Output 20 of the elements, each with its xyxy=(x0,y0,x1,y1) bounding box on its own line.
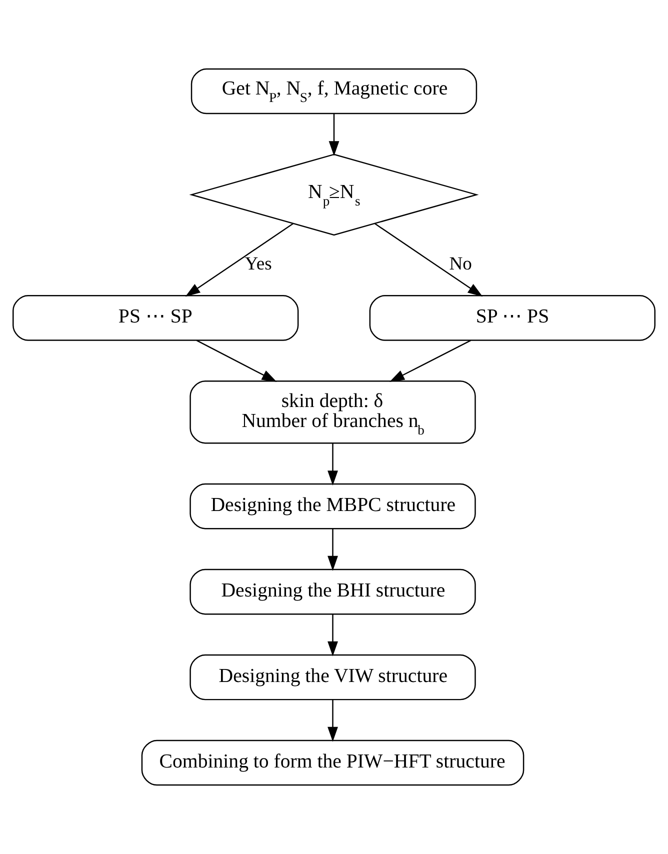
edge-label: Yes xyxy=(244,254,272,275)
node-box: Designing the BHI structure xyxy=(190,568,476,615)
edge-label: No xyxy=(449,254,472,275)
node-box: skin depth: δ Number of branches n$_{b}$ xyxy=(190,380,476,444)
arrow xyxy=(328,700,338,742)
arrow xyxy=(185,223,294,297)
node-box: Designing the MBPC structure xyxy=(190,483,476,530)
arrow xyxy=(328,443,338,486)
arrow xyxy=(196,340,277,382)
node-box: PS ⋯ SP xyxy=(12,295,299,341)
arrow xyxy=(328,114,340,156)
node-box: Designing the VIW structure xyxy=(190,654,476,700)
arrow xyxy=(328,528,338,571)
arrow xyxy=(328,614,338,656)
node-box: Get N$_{P}$, N$_{S}$, f, Magnetic core xyxy=(190,68,478,114)
arrow xyxy=(374,223,483,297)
node-diamond: N$_{p}$≥N$_{s}$ xyxy=(189,154,479,236)
node-box: SP ⋯ PS xyxy=(369,295,656,341)
node-box: Combining to form the PIW−HFT structure xyxy=(141,740,524,786)
arrow xyxy=(390,340,472,382)
